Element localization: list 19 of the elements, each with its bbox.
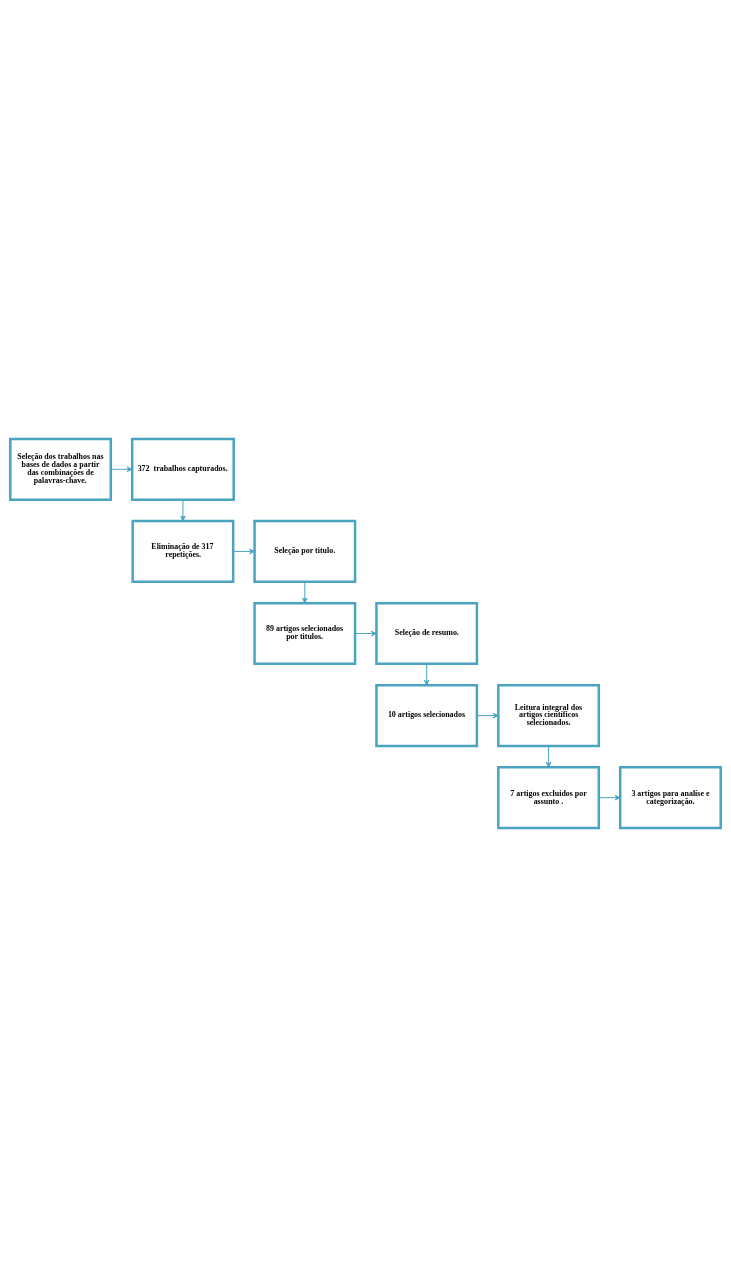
node-box: Leitura integral dos artigos científicos selecionados. [497, 684, 601, 748]
arrow [476, 712, 499, 719]
arrow [302, 581, 308, 604]
node-box: 3 artigos para analíse e categorização. [618, 766, 722, 830]
node-box: 10 artigos selecionados [375, 684, 479, 748]
arrow [232, 548, 255, 555]
arrow [180, 499, 186, 522]
node-box: 372 trabalhos capturados. [130, 437, 235, 501]
node-box: 7 artigos excluidos por assunto . [497, 766, 601, 830]
node-box: Seleção por titulo. [253, 519, 357, 583]
node-box: Seleção dos trabalhos nas bases de dados a partir das combinações de palavras-chave. [9, 437, 113, 501]
arrow [545, 745, 552, 768]
node-box: 89 artigos selecionados por titulos. [253, 601, 357, 666]
node-box: Eliminação de 317 repetições. [131, 519, 235, 583]
arrow [598, 794, 621, 801]
arrow [110, 466, 133, 473]
node-box: Seleção de resumo. [375, 601, 479, 666]
arrow [354, 630, 377, 637]
arrow [423, 663, 430, 686]
